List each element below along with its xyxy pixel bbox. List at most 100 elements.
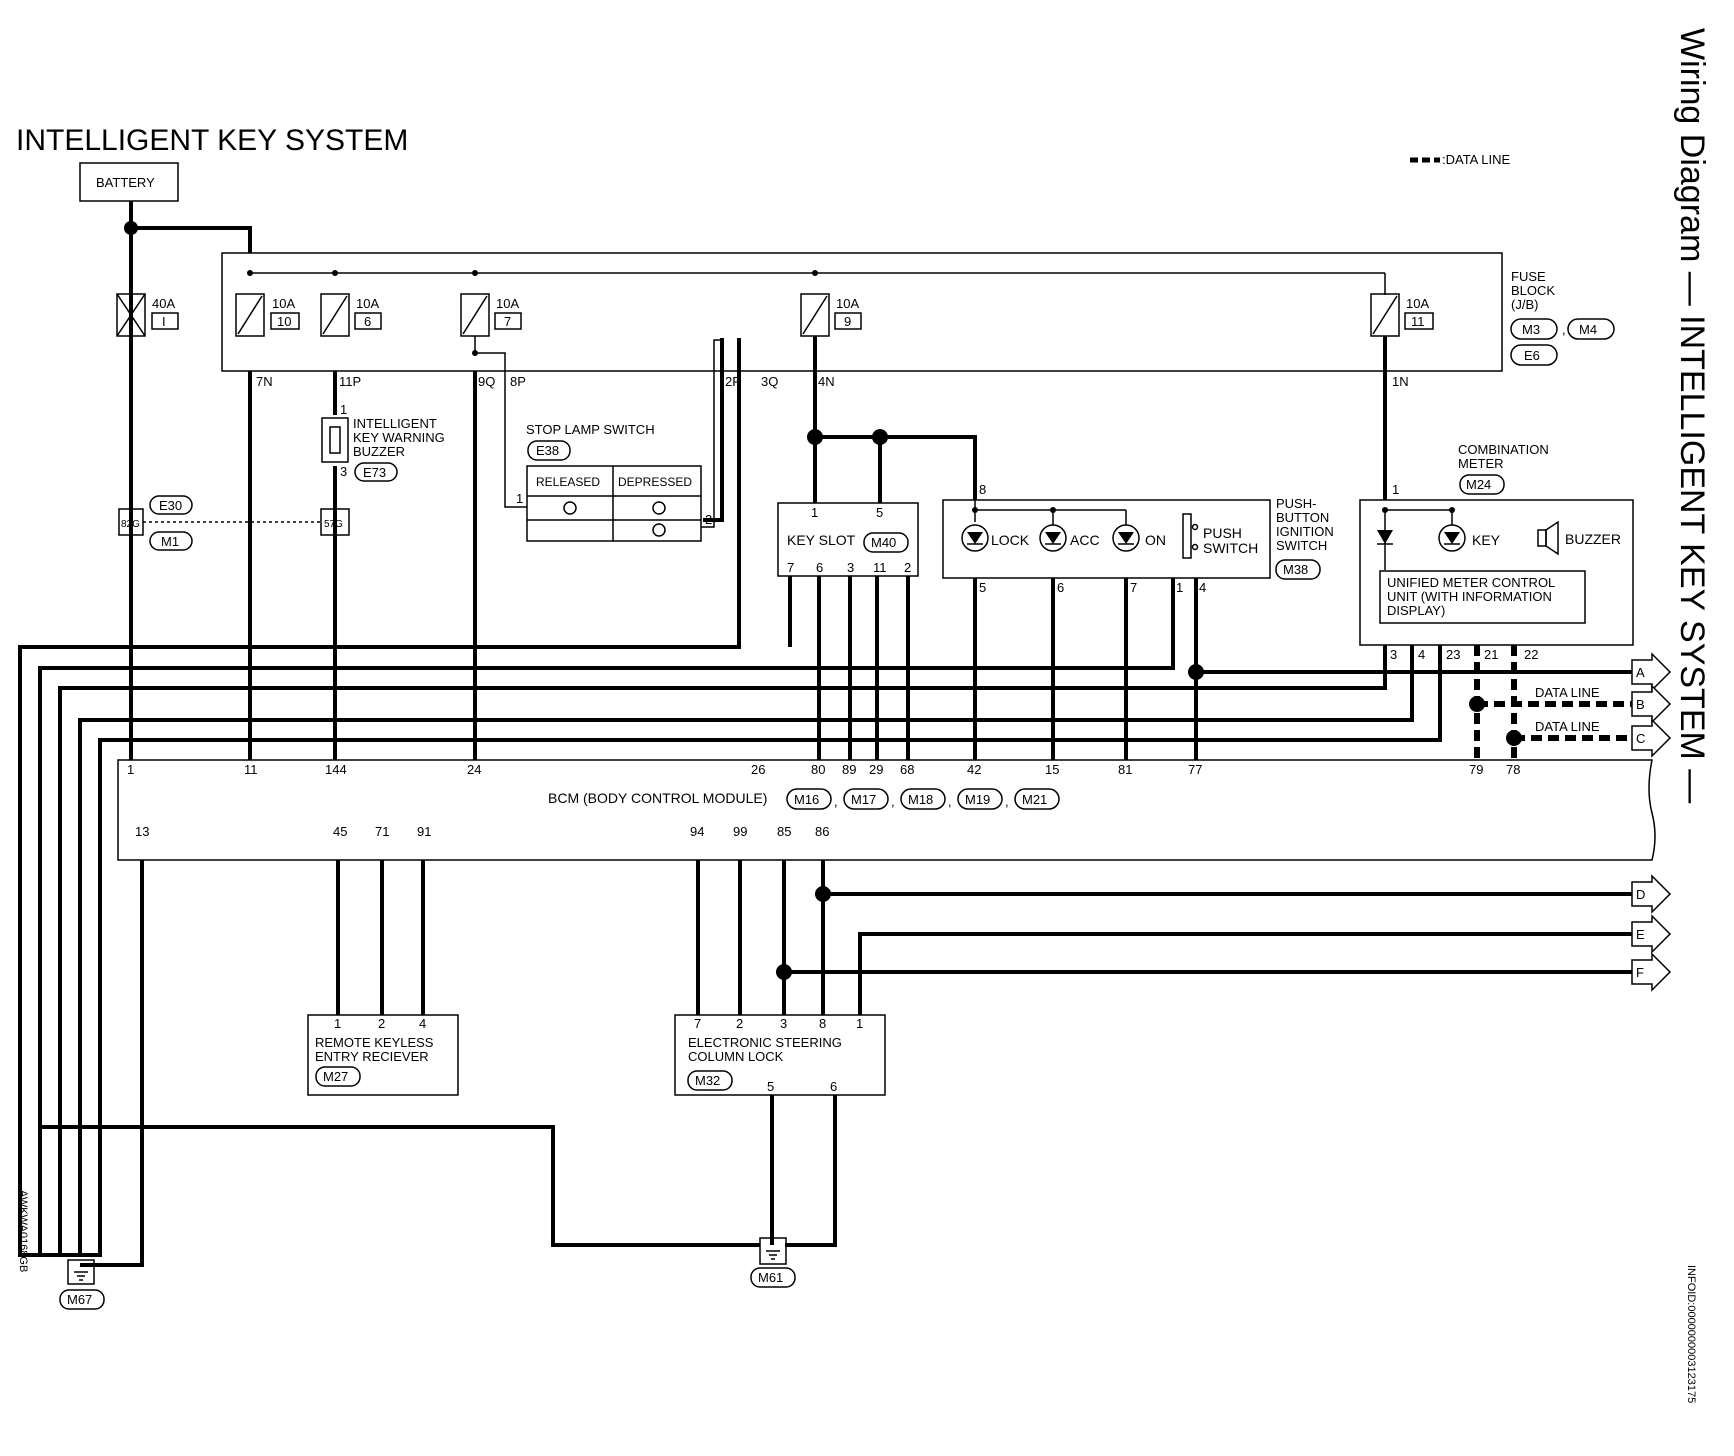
svg-text:4: 4 (1199, 580, 1206, 595)
svg-text:M16: M16 (794, 792, 819, 807)
svg-text:B: B (1636, 697, 1645, 712)
svg-text:M18: M18 (908, 792, 933, 807)
svg-text:SWITCH: SWITCH (1276, 538, 1327, 553)
svg-text:KEY WARNING: KEY WARNING (353, 430, 445, 445)
svg-text:UNIT (WITH INFORMATION: UNIT (WITH INFORMATION (1387, 589, 1552, 604)
fuse-10a-9: 10A 9 (800, 293, 862, 337)
battery-label: BATTERY (96, 175, 155, 190)
fuse-block-conn-m4: M4 (1579, 322, 1597, 337)
fuse-10a-11: 10A 11 (1370, 293, 1434, 337)
stop-lamp-switch: STOP LAMP SWITCH E38 RELEASED DEPRESSED … (516, 339, 722, 542)
svg-text:7: 7 (787, 560, 794, 575)
svg-text:1: 1 (334, 1016, 341, 1031)
data-line-b-label: DATA LINE (1535, 685, 1600, 700)
svg-text:M32: M32 (695, 1073, 720, 1088)
off-page-d: D (1631, 874, 1672, 914)
svg-text:6: 6 (816, 560, 823, 575)
svg-text:79: 79 (1469, 762, 1483, 777)
svg-text:BUTTON: BUTTON (1276, 510, 1329, 525)
svg-text:3: 3 (340, 464, 347, 479)
svg-text:99: 99 (733, 824, 747, 839)
svg-text:LOCK: LOCK (991, 532, 1030, 548)
fuse-10a-7: 10A 7 (460, 293, 522, 337)
svg-text:4: 4 (419, 1016, 426, 1031)
svg-text:144: 144 (325, 762, 347, 777)
svg-text:8: 8 (819, 1016, 826, 1031)
svg-text:ENTRY RECIEVER: ENTRY RECIEVER (315, 1049, 429, 1064)
svg-text:ACC: ACC (1070, 532, 1100, 548)
legend-data-line: :DATA LINE (1410, 152, 1510, 167)
combination-meter: COMBINATION METER M24 1 KEY BUZZER UNIFI… (1359, 442, 1634, 662)
svg-text:94: 94 (690, 824, 704, 839)
svg-text:5: 5 (979, 580, 986, 595)
svg-text:89: 89 (842, 762, 856, 777)
svg-text:5: 5 (767, 1079, 774, 1094)
svg-text:1: 1 (1392, 482, 1399, 497)
svg-text:81: 81 (1118, 762, 1132, 777)
svg-text:11: 11 (1411, 314, 1425, 329)
svg-text:40A: 40A (152, 296, 175, 311)
term-1n: 1N (1392, 374, 1409, 389)
term-11p: 11P (339, 374, 361, 389)
svg-text:METER: METER (1458, 456, 1504, 471)
fuse-block-label-3: (J/B) (1511, 297, 1538, 312)
joint-pin-82g: 82G (121, 519, 140, 530)
fuse-block-label-1: FUSE (1511, 269, 1546, 284)
svg-text:DISPLAY): DISPLAY) (1387, 603, 1445, 618)
push-button-ignition-switch: 8 LOCK ACC ON PUSH SWITCH PUSH- BUTTON I… (942, 482, 1334, 595)
svg-text:77: 77 (1188, 762, 1202, 777)
svg-text:I: I (162, 314, 166, 329)
term-3q: 3Q (761, 374, 778, 389)
svg-text:M67: M67 (67, 1292, 92, 1307)
svg-text:A: A (1636, 665, 1645, 680)
svg-text:1: 1 (1176, 580, 1183, 595)
svg-text:5: 5 (876, 505, 883, 520)
svg-text:10A: 10A (836, 296, 859, 311)
fuse-10a-6: 10A 6 (320, 293, 382, 337)
svg-text:,: , (948, 794, 952, 809)
term-9q: 9Q (478, 374, 495, 389)
warning-buzzer: 1 3 INTELLIGENT KEY WARNING BUZZER E73 (321, 402, 445, 482)
svg-text:10A: 10A (272, 296, 295, 311)
fuse-block-label-2: BLOCK (1511, 283, 1555, 298)
svg-text:UNIFIED METER CONTROL: UNIFIED METER CONTROL (1387, 575, 1555, 590)
svg-text:8: 8 (979, 482, 986, 497)
svg-text:RELEASED: RELEASED (536, 475, 600, 489)
joint-conn-e30: E30 (159, 498, 182, 513)
svg-text:M21: M21 (1022, 792, 1047, 807)
svg-text:D: D (1636, 887, 1645, 902)
fuse-40a: 40A I (116, 293, 179, 337)
svg-text:SWITCH: SWITCH (1203, 540, 1258, 556)
svg-text:68: 68 (900, 762, 914, 777)
joint-pin-57g: 57G (324, 519, 343, 530)
svg-text:PUSH-: PUSH- (1276, 496, 1316, 511)
svg-text:,: , (834, 794, 838, 809)
ground-m61: M61 (750, 1237, 796, 1288)
svg-text:M61: M61 (758, 1270, 783, 1285)
term-4n: 4N (818, 374, 835, 389)
svg-text:42: 42 (967, 762, 981, 777)
svg-text:7: 7 (504, 314, 511, 329)
svg-text:C: C (1636, 731, 1645, 746)
bcm: 1 11 144 24 26 80 89 29 68 42 15 81 77 7… (117, 759, 1656, 861)
svg-text:71: 71 (375, 824, 389, 839)
svg-text:10: 10 (277, 314, 291, 329)
svg-text:BCM (BODY CONTROL MODULE): BCM (BODY CONTROL MODULE) (548, 790, 767, 806)
svg-text:1: 1 (516, 491, 523, 506)
remote-keyless-entry-receiver: 1 2 4 REMOTE KEYLESS ENTRY RECIEVER M27 (307, 1014, 459, 1096)
svg-text:13: 13 (135, 824, 149, 839)
svg-text:2: 2 (378, 1016, 385, 1031)
page-title: INTELLIGENT KEY SYSTEM (16, 124, 408, 157)
svg-text:23: 23 (1446, 647, 1460, 662)
svg-text:21: 21 (1484, 647, 1498, 662)
svg-text:M17: M17 (851, 792, 876, 807)
svg-text:,: , (1005, 794, 1009, 809)
svg-text:ON: ON (1145, 532, 1166, 548)
svg-text:6: 6 (1057, 580, 1064, 595)
svg-text:45: 45 (333, 824, 347, 839)
svg-text:E73: E73 (363, 465, 386, 480)
svg-text:3: 3 (1390, 647, 1397, 662)
electronic-steering-column-lock: 7 2 3 8 1 ELECTRONIC STEERING COLUMN LOC… (674, 1014, 886, 1096)
key-slot: 1 5 KEY SLOT M40 7 6 3 11 2 (777, 502, 919, 577)
